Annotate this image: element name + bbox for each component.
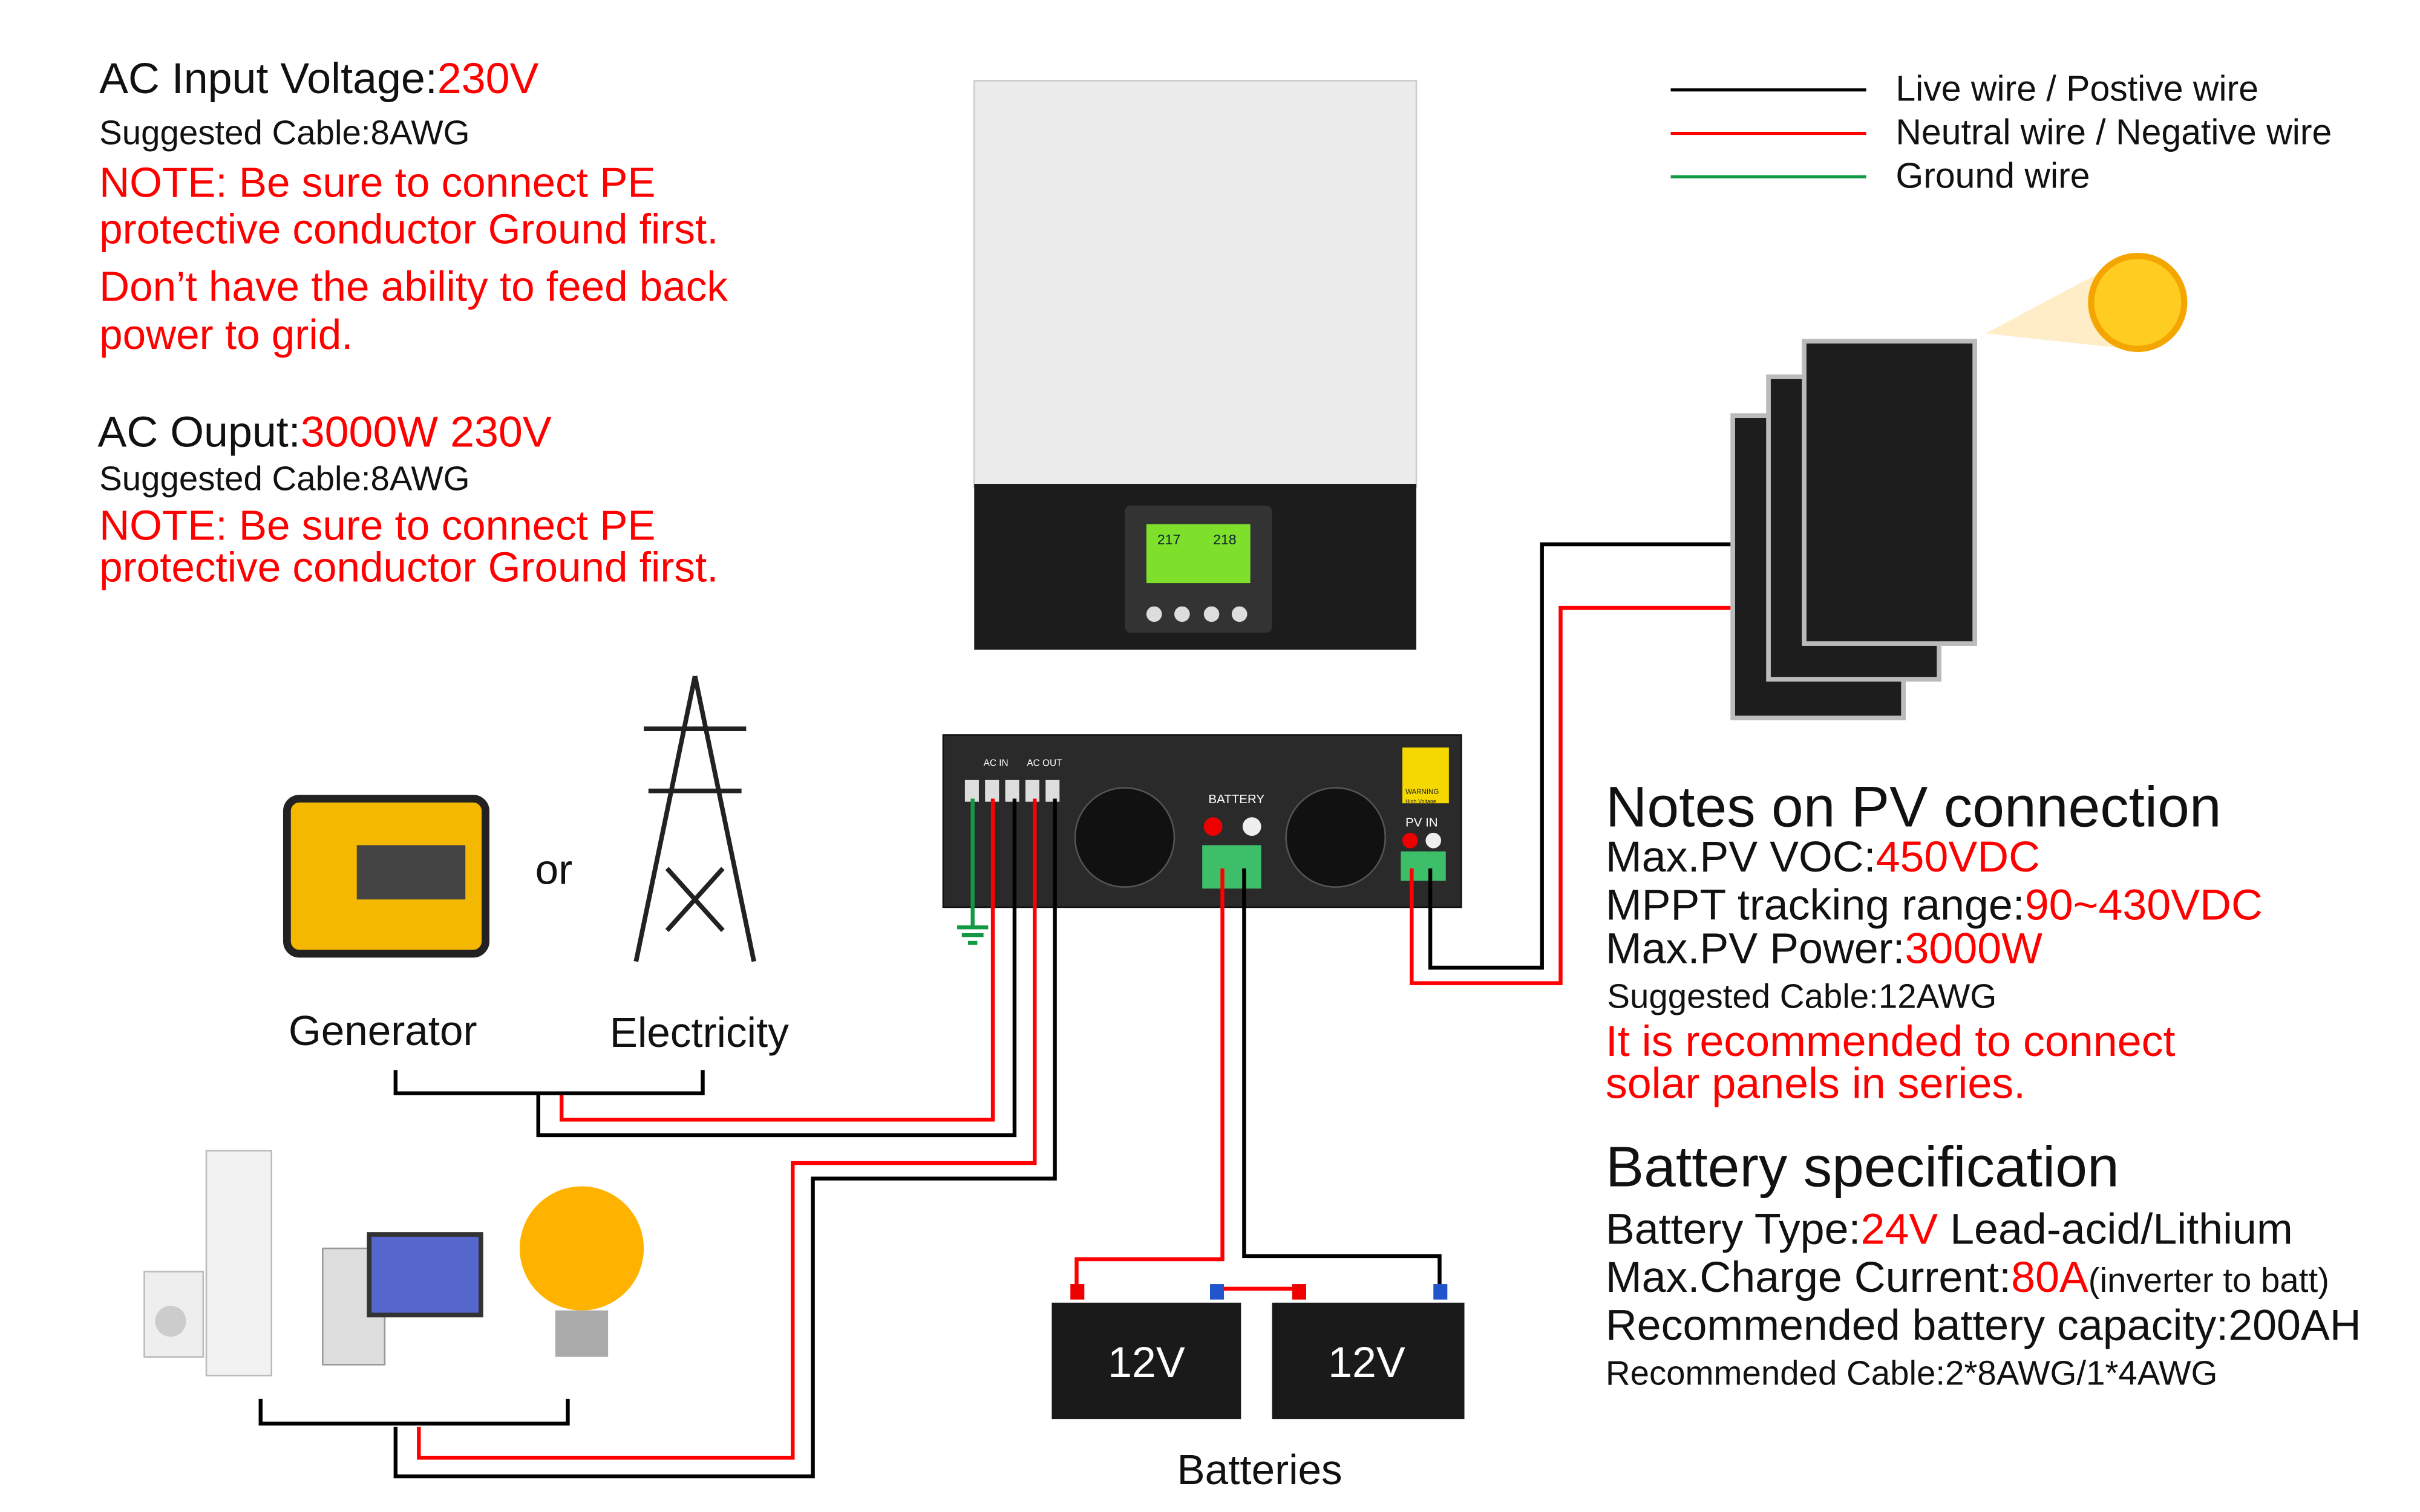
feedback-note-1: Don’t have the ability to feed back — [99, 262, 728, 310]
electricity-label: Electricity — [610, 1009, 790, 1056]
fan-left — [1074, 787, 1176, 888]
power-tower-icon — [633, 676, 756, 962]
battery-negative-wire — [1242, 868, 1442, 1295]
battery-2: 12V — [1272, 1284, 1465, 1419]
ac-in-label: AC IN — [984, 758, 1009, 769]
generator-icon — [283, 795, 489, 958]
legend-live-label: Live wire / Postive wire — [1895, 70, 2258, 109]
ac-output-note-2: protective conductor Ground first. — [99, 544, 718, 591]
battery-type: Battery Type:24V Lead-acid/Lithium — [1606, 1205, 2293, 1253]
battery-cable: Recommended Cable:2*8AWG/1*4AWG — [1606, 1354, 2218, 1392]
inverter-bottom-panel: AC IN AC OUT BATTERY WARNING High Voltag… — [942, 734, 1462, 908]
battery-voltage-label: 12V — [1328, 1338, 1405, 1387]
lcd-button[interactable] — [1203, 606, 1220, 622]
ac-output-note-1: NOTE: Be sure to connect PE — [99, 501, 655, 549]
lcd-right-value: 218 — [1213, 532, 1236, 547]
battery-charge-current: Max.Charge Current:80A(inverter to batt) — [1606, 1253, 2329, 1302]
battery-spec: Battery specification Battery Type:24V L… — [1606, 1135, 2361, 1392]
battery-plus-icon — [1203, 817, 1223, 836]
batteries-caption: Batteries — [1177, 1446, 1342, 1493]
ac-out-live-wire — [258, 798, 1057, 1479]
pv-minus-icon — [1425, 832, 1442, 849]
battery-positive-terminal — [1292, 1284, 1306, 1300]
solar-panel — [1802, 339, 1977, 646]
ac-input-block: AC Input Voltage:230V Suggested Cable:8A… — [99, 54, 728, 358]
battery-terminal-label: BATTERY — [1208, 792, 1264, 806]
battery-capacity: Recommended battery capacity:200AH — [1606, 1301, 2361, 1349]
lcd-button[interactable] — [1174, 606, 1190, 622]
ac-output-power: AC Ouput:3000W 230V — [98, 408, 552, 456]
wires — [258, 542, 1733, 1479]
ac-out-neutral-wire — [417, 798, 1037, 1460]
ac-input-cable: Suggested Cable:8AWG — [99, 113, 469, 151]
battery-minus-icon — [1242, 817, 1261, 836]
battery-positive-wire — [1074, 868, 1225, 1295]
air-conditioner-icon — [205, 1150, 273, 1377]
warning-subtext: High Voltage — [1405, 798, 1436, 804]
pv-mppt: MPPT tracking range:90~430VDC — [1606, 881, 2263, 930]
ac-output-block: AC Ouput:3000W 230V Suggested Cable:8AWG… — [98, 408, 719, 590]
feedback-note-2: power to grid. — [99, 311, 353, 358]
solar-panels — [1730, 339, 1977, 721]
pv-negative-wire — [1410, 605, 1733, 985]
battery-terminal — [1202, 845, 1261, 889]
computer-icon — [322, 1232, 483, 1366]
battery-spec-title: Battery specification — [1606, 1135, 2119, 1199]
generator-label: Generator — [289, 1007, 477, 1054]
battery-voltage-label: 12V — [1108, 1338, 1185, 1387]
battery-negative-terminal — [1433, 1284, 1448, 1300]
battery-1: 12V — [1051, 1284, 1241, 1419]
pv-voc: Max.PV VOC:450VDC — [1606, 833, 2040, 881]
sun-icon — [2088, 252, 2188, 353]
ac-output-cable: Suggested Cable:8AWG — [99, 459, 469, 497]
fan-right — [1285, 787, 1387, 888]
pv-in-label: PV IN — [1405, 816, 1438, 830]
pv-power: Max.PV Power:3000W — [1606, 924, 2042, 973]
warning-label — [1402, 747, 1449, 804]
ac-input-note-1: NOTE: Be sure to connect PE — [99, 159, 655, 206]
ac-in-live-wire — [393, 798, 1017, 1138]
pv-notes-title: Notes on PV connection — [1606, 775, 2222, 839]
ac-in-neutral-wire — [560, 798, 995, 1122]
pv-positive-wire — [1428, 542, 1733, 970]
ac-input-note-2: protective conductor Ground first. — [99, 206, 718, 253]
inverter-front: 217 218 — [973, 80, 1418, 650]
pv-recommendation-1: It is recommended to connect — [1606, 1017, 2176, 1066]
legend-ground-label: Ground wire — [1895, 156, 2090, 195]
pv-terminal — [1401, 851, 1446, 881]
washing-machine-icon — [143, 1271, 204, 1358]
ground-symbol-icon — [957, 925, 989, 945]
pv-cable: Suggested Cable:12AWG — [1607, 977, 1996, 1015]
lcd-screen — [1146, 524, 1251, 584]
lcd-button[interactable] — [1146, 606, 1162, 622]
wire-legend: Live wire / Postive wire Neutral wire / … — [1670, 70, 2332, 195]
pv-notes: Notes on PV connection Max.PV VOC:450VDC… — [1606, 775, 2263, 1108]
ac-input-voltage: AC Input Voltage:230V — [99, 54, 538, 103]
battery-positive-terminal — [1070, 1284, 1085, 1300]
warning-text: WARNING — [1405, 789, 1439, 796]
lcd-left-value: 217 — [1157, 532, 1180, 547]
legend-neutral-label: Neutral wire / Negative wire — [1895, 112, 2332, 152]
battery-negative-terminal — [1210, 1284, 1225, 1300]
pv-plus-icon — [1402, 832, 1418, 849]
light-bulb-icon — [519, 1186, 644, 1357]
ac-out-label: AC OUT — [1027, 758, 1062, 769]
lcd-button[interactable] — [1231, 606, 1248, 622]
pv-recommendation-2: solar panels in series. — [1606, 1059, 2026, 1107]
or-label: or — [535, 846, 573, 893]
